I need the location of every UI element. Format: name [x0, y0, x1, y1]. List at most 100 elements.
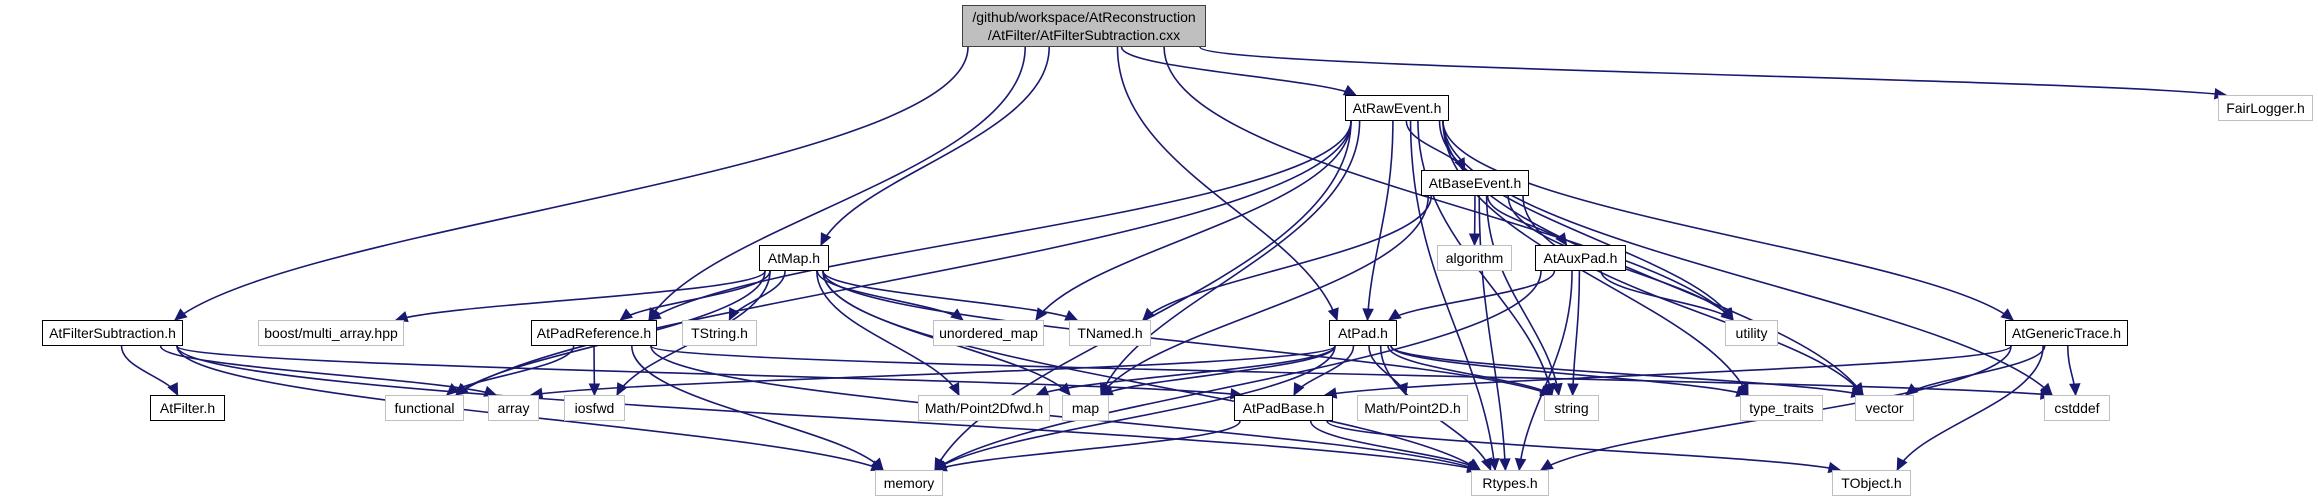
- node-label: vector: [1865, 400, 1904, 416]
- edge-root-to-AtPadReference: [648, 46, 1026, 321]
- node-label: Math/Point2D.h: [1364, 400, 1461, 416]
- edge-AtMap-to-AtPadReference: [619, 270, 771, 321]
- node-label: AtGenericTrace.h: [2011, 325, 2122, 341]
- arrowhead-icon: [1555, 232, 1568, 246]
- edge-AtBaseEvent-to-TNamed: [1142, 195, 1432, 321]
- arrowhead-icon: [2000, 308, 2014, 321]
- arrowhead-icon: [1342, 84, 1357, 96]
- root-path-line1: /github/workspace/AtReconstruction: [972, 9, 1196, 25]
- root-path-line2: /AtFilter/AtFilterSubtraction.cxx: [987, 27, 1181, 43]
- edge-AtPadBase-to-memory: [934, 420, 1241, 471]
- node-label: AtPadReference.h: [536, 325, 652, 341]
- arrowhead-icon: [1388, 308, 1402, 321]
- node-point2dfwd: Math/Point2Dfwd.h: [918, 395, 1050, 421]
- arrowhead-icon: [1099, 384, 1114, 396]
- node-fairlogger: FairLogger.h: [2218, 95, 2313, 121]
- node-label: map: [1071, 400, 1100, 416]
- node-label: memory: [883, 475, 935, 491]
- edge-AtGenericTrace-to-TObject: [1896, 345, 2044, 471]
- arrowhead-icon: [1567, 383, 1579, 397]
- node-atfiltersubtraction[interactable]: AtFilterSubtraction.h: [42, 320, 183, 346]
- edge-AtFilterSubtraction-to-array: [159, 345, 497, 396]
- arrowhead-icon: [1468, 233, 1481, 247]
- arrowhead-icon: [1551, 382, 1563, 397]
- node-atpadreference[interactable]: AtPadReference.h: [531, 320, 657, 346]
- node-algorithm: algorithm: [1437, 245, 1512, 271]
- edge-AtAuxPad-to-memory: [934, 270, 1542, 471]
- node-iosfwd: iosfwd: [564, 395, 625, 421]
- edge-root-to-FairLogger: [1199, 46, 2227, 96]
- node-rtypes: Rtypes.h: [1471, 470, 1549, 496]
- node-label: string: [1554, 400, 1589, 416]
- arrowhead-icon: [174, 308, 188, 321]
- edge-AtPad-to-Point2Dfwd: [1036, 345, 1336, 396]
- arrowhead-icon: [1499, 458, 1511, 472]
- edge-AtPad-to-array: [530, 345, 1336, 396]
- edge-AtRawEvent-to-cstddef: [1442, 120, 2053, 396]
- arrowhead-icon: [1720, 308, 1734, 321]
- edge-AtPadBase-to-TObject: [1326, 420, 1841, 471]
- arrowhead-icon: [1539, 459, 1554, 471]
- node-label: AtBaseEvent.h: [1428, 175, 1522, 191]
- edge-AtPadReference-to-cstddef: [650, 345, 2053, 396]
- edge-AtFilterSubtraction-to-Rtypes: [176, 345, 1480, 471]
- node-atrawevent[interactable]: AtRawEvent.h: [1345, 95, 1449, 121]
- edge-root-to-AtMap: [820, 46, 1050, 246]
- node-label: utility: [1735, 325, 1768, 341]
- node-label: AtRawEvent.h: [1352, 100, 1442, 116]
- node-tnamed: TNamed.h: [1069, 320, 1151, 346]
- arrowhead-icon: [2069, 383, 2081, 397]
- edge-AtRawEvent-to-unordered_map: [1035, 120, 1352, 321]
- node-label: unordered_map: [939, 325, 1038, 341]
- node-vector: vector: [1855, 395, 1914, 421]
- arrowhead-icon: [619, 308, 634, 321]
- arrowhead-icon: [167, 382, 179, 397]
- edge-AtGenericTrace-to-AtPadBase: [1324, 345, 2012, 396]
- edge-AtPad-to-string: [1387, 345, 1553, 396]
- node-atgenerictrace[interactable]: AtGenericTrace.h: [2005, 320, 2128, 346]
- arrowhead-icon: [948, 382, 960, 397]
- node-atpadbase[interactable]: AtPadBase.h: [1234, 395, 1333, 421]
- edge-AtPad-to-memory: [934, 345, 1336, 471]
- node-root-file[interactable]: /github/workspace/AtReconstruction /AtFi…: [962, 5, 1206, 47]
- edge-AtRawEvent-to-AtPadReference: [648, 120, 1352, 321]
- edge-AtGenericTrace-to-vector: [1905, 345, 2046, 396]
- edge-AtMap-to-Point2Dfwd: [816, 270, 960, 396]
- edge-AtAuxPad-to-utility: [1600, 270, 1734, 321]
- node-map: map: [1062, 395, 1109, 421]
- edge-AtRawEvent-to-map: [1100, 120, 1361, 396]
- node-label: Rtypes.h: [1482, 475, 1538, 491]
- node-label: TObject.h: [1841, 475, 1902, 491]
- edge-AtMap-to-boost: [395, 270, 766, 321]
- edge-AtRawEvent-to-vector: [1442, 120, 1864, 396]
- node-atbaseevent[interactable]: AtBaseEvent.h: [1421, 170, 1529, 196]
- arrowhead-icon: [1896, 457, 1908, 472]
- node-label: AtPadBase.h: [1242, 400, 1325, 416]
- node-label: AtMap.h: [767, 250, 821, 266]
- edge-AtMap-to-Rtypes: [822, 270, 1480, 471]
- node-label: TNamed.h: [1077, 325, 1143, 341]
- node-label: AtAuxPad.h: [1543, 250, 1618, 266]
- node-point2d: Math/Point2D.h: [1357, 395, 1468, 421]
- arrowhead-icon: [1142, 307, 1156, 321]
- edge-root-to-AtPad: [1116, 46, 1338, 321]
- edge-AtAuxPad-to-string: [1571, 270, 1581, 396]
- edge-AtRawEvent-to-AtGenericTrace: [1442, 120, 2014, 321]
- node-atfilter[interactable]: AtFilter.h: [150, 395, 225, 421]
- arrowhead-icon: [1362, 308, 1374, 322]
- node-tstring: TString.h: [682, 320, 757, 346]
- node-unordered-map: unordered_map: [933, 320, 1044, 346]
- node-memory: memory: [875, 470, 943, 496]
- node-utility: utility: [1725, 320, 1778, 346]
- arrowhead-icon: [1539, 383, 1553, 396]
- arrowhead-icon: [616, 382, 628, 397]
- arrowhead-icon: [820, 232, 832, 247]
- node-atmap[interactable]: AtMap.h: [759, 245, 829, 271]
- node-label: AtFilterSubtraction.h: [49, 325, 176, 341]
- node-label: boost/multi_array.hpp: [264, 325, 398, 341]
- node-atpad[interactable]: AtPad.h: [1329, 320, 1397, 346]
- edge-root-to-AtFilterSubtraction: [174, 46, 969, 321]
- arrowhead-icon: [1467, 458, 1482, 471]
- node-type-traits: type_traits: [1740, 395, 1823, 421]
- node-atauxpad[interactable]: AtAuxPad.h: [1535, 245, 1626, 271]
